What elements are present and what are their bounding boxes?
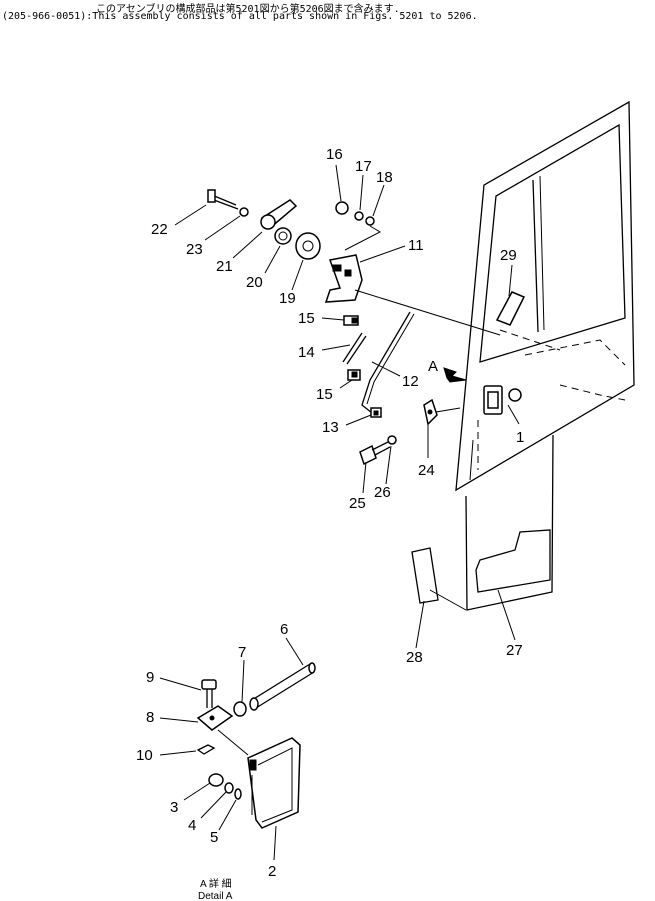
callout-26: 26 — [374, 484, 391, 501]
callout-20: 20 — [246, 274, 263, 291]
callout-24: 24 — [418, 462, 435, 479]
part-15-clip-upper — [343, 315, 359, 326]
part-9-pin — [201, 679, 217, 708]
part-14-link-rod — [342, 332, 367, 365]
callout-8: 8 — [146, 709, 154, 726]
part-15-clip-lower — [347, 369, 361, 381]
part-13-clip — [370, 407, 382, 418]
callout-23: 23 — [186, 241, 203, 258]
part-18-washer — [365, 216, 375, 226]
callout-1: 1 — [516, 429, 524, 446]
part-7-washer — [233, 701, 247, 717]
callout-7: 7 — [238, 644, 246, 661]
callout-21: 21 — [216, 258, 233, 275]
arrow-a-label: A — [428, 358, 438, 375]
part-2-handle — [217, 729, 301, 829]
part-23-washer — [239, 207, 249, 217]
callout-18: 18 — [376, 169, 393, 186]
part-3-nut — [208, 773, 224, 787]
part-11-bracket — [324, 254, 501, 336]
callout-12: 12 — [402, 373, 419, 390]
part-22-bolt — [207, 189, 239, 210]
part-1-door-lock — [483, 385, 522, 415]
part-21-lever — [260, 199, 298, 230]
part-12-rod — [361, 311, 411, 414]
callout-11: 11 — [408, 237, 424, 254]
callout-2: 2 — [268, 863, 276, 880]
part-25-bolt — [359, 441, 391, 466]
part-29-plate — [495, 291, 526, 326]
callout-14: 14 — [298, 344, 315, 361]
part-10-cotter-pin — [196, 744, 216, 755]
header-english-note: (205-966-0051):This assembly consists of… — [2, 11, 478, 22]
part-4-washer — [224, 782, 234, 794]
part-24-striker — [423, 398, 461, 426]
door-trim-panel — [411, 434, 554, 611]
callout-5: 5 — [210, 829, 218, 846]
callout-29: 29 — [500, 247, 517, 264]
part-20-bushing — [274, 227, 292, 245]
callout-22: 22 — [151, 221, 168, 238]
part-17-washer — [354, 211, 364, 221]
part-6-pin — [249, 662, 316, 711]
callout-27: 27 — [506, 642, 523, 659]
callout-19: 19 — [279, 290, 296, 307]
callout-15-upper: 15 — [298, 310, 315, 327]
callout-9: 9 — [146, 669, 154, 686]
callout-10: 10 — [136, 747, 153, 764]
callout-15-lower: 15 — [316, 386, 333, 403]
leader-lines — [159, 164, 520, 861]
part-16-nut — [335, 201, 349, 215]
part-5-washer — [234, 788, 242, 800]
part-8-clevis — [196, 705, 234, 731]
part-19-gear — [295, 232, 321, 260]
callout-17: 17 — [355, 158, 372, 175]
detail-a-label-en: Detail A — [198, 891, 233, 901]
part-26-washer — [387, 435, 397, 445]
detail-a-arrow: A — [428, 358, 467, 383]
callout-13: 13 — [322, 419, 339, 436]
callout-4: 4 — [188, 817, 196, 834]
callout-6: 6 — [280, 621, 288, 638]
door-panel — [455, 100, 635, 492]
callout-3: 3 — [170, 799, 178, 816]
header-japanese-note: このアセンブリの構成部品は第5201図から第5206図まで含みます. — [96, 4, 400, 15]
callout-25: 25 — [349, 495, 366, 512]
callout-28: 28 — [406, 649, 423, 666]
detail-a-label-jp: A 詳 細 — [200, 877, 232, 890]
callout-16: 16 — [326, 146, 343, 163]
